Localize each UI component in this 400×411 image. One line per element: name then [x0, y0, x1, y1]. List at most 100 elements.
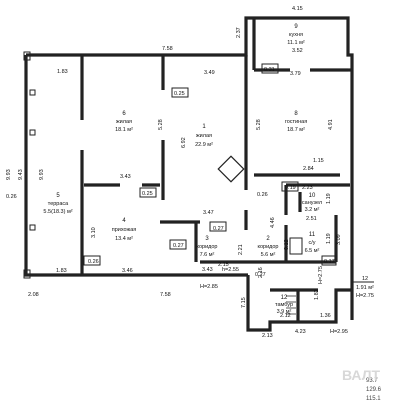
- dim-2-51: 2.51: [306, 216, 317, 222]
- dim-2-16: 2.16: [258, 267, 264, 278]
- room-4-name: прихожая: [112, 227, 137, 233]
- dim-6-92: 6.92: [181, 137, 187, 148]
- dim-0-19: 0.19: [285, 185, 296, 191]
- dim-2-84: 2.84: [303, 166, 314, 172]
- dim-3-46: 3.46: [122, 268, 133, 274]
- room-10-number: 10: [309, 193, 316, 199]
- room-4-number: 4: [122, 218, 126, 224]
- dim-2-12: 2.12: [280, 313, 291, 319]
- room-9: 9 кухня 11.1 м²: [287, 24, 305, 46]
- dim-left-1: 1.83: [57, 69, 68, 75]
- dim-2-37: 2.37: [236, 27, 242, 38]
- dim-7-58-b: 7.58: [160, 292, 171, 298]
- room-6-area: 18.1 м²: [115, 127, 133, 133]
- dim-9-93-a: 9.93: [6, 169, 12, 180]
- room-8-name: гостиная: [285, 119, 307, 125]
- watermark: ВАЛТ: [342, 367, 381, 383]
- stove: [217, 155, 245, 183]
- room-10: 10 санузел 3.2 м²: [302, 193, 322, 213]
- dim-3-43-a: 3.43: [120, 174, 131, 180]
- dim-4-23: 4.23: [295, 329, 306, 335]
- room-3-number: 3: [205, 236, 209, 242]
- room-2-name: коридор: [258, 244, 279, 250]
- room-11-number: 11: [309, 232, 316, 238]
- dim-0-27-b: 0.27: [213, 226, 224, 232]
- height-labels: h=2.55 H=2.85 H=2.95: [200, 267, 348, 335]
- room-11-area: 6.5 м²: [305, 248, 320, 254]
- room-1-number: 1: [202, 124, 206, 130]
- dim-0-26-c: 0.26: [257, 192, 268, 198]
- dim-1-15: 1.15: [313, 158, 324, 164]
- room-9-area: 11.1 м²: [287, 40, 305, 46]
- dim-4-91: 4.91: [328, 119, 334, 130]
- side-note-line2: 1.91 м²: [356, 285, 374, 291]
- room-1-name: жилая: [196, 133, 212, 139]
- dim-5-28: 5.28: [158, 119, 164, 130]
- dim-2-15: 2.15: [218, 262, 229, 268]
- side-note-line3: H=2.75: [356, 293, 374, 299]
- dim-3-52: 3.52: [292, 48, 303, 54]
- room-5: 5 терраса 5.5(18.3) м²: [43, 193, 72, 215]
- dim-0-26-b: 0.26: [88, 259, 99, 265]
- dim-1-83-b: 1.83: [56, 268, 67, 274]
- dim-3-09: 3.09: [336, 234, 342, 245]
- room-6: 6 жилая 18.1 м²: [115, 111, 133, 133]
- room-2-area: 5.6 м²: [261, 252, 276, 258]
- room-12-area: 3.9 м²: [277, 309, 292, 315]
- dim-0-27-c: 0.27: [255, 272, 266, 278]
- dim-5-28-b: 5.28: [256, 119, 262, 130]
- room-labels: 1 жилая 22.9 м² 2 коридор 5.6 м² 3 корид…: [43, 24, 322, 315]
- room-6-number: 6: [122, 111, 126, 117]
- dim-0-25-a: 0.25: [174, 91, 185, 97]
- dim-0-31: 0.31: [264, 67, 275, 73]
- dim-h-2-75: H=2.75: [318, 266, 324, 284]
- room-6-name: жилая: [116, 119, 132, 125]
- room-12-name: тамбур: [275, 302, 293, 308]
- room-12: 12 тамбур 3.9 м²: [275, 295, 293, 315]
- room-8-number: 8: [294, 111, 298, 117]
- stairs: [286, 295, 296, 315]
- stat-2: 129.6: [366, 387, 382, 393]
- dim-4-46: 4.46: [270, 217, 276, 228]
- dim-top-1: 7.58: [162, 46, 173, 52]
- height-h-2-55: h=2.55: [222, 267, 239, 273]
- room-8: 8 гостиная 18.7 м²: [285, 111, 307, 133]
- room-1-area: 22.9 м²: [195, 142, 213, 148]
- dim-2-23: 2.23: [302, 185, 313, 191]
- dim-3-49: 3.49: [204, 70, 215, 76]
- room-3-area: 7.6 м²: [200, 252, 215, 258]
- room-2: 2 коридор 5.6 м²: [258, 236, 279, 258]
- height-h-2-85: H=2.85: [200, 284, 218, 290]
- room-11-name: с/у: [308, 240, 315, 246]
- room-10-area: 3.2 м²: [305, 207, 320, 213]
- room-5-number: 5: [56, 193, 60, 199]
- area-stats: 93.7 129.6 115.1: [366, 378, 382, 402]
- dim-1-36: 1.36: [320, 313, 331, 319]
- side-note-line1: 12: [362, 276, 368, 282]
- dim-2-21: 2.21: [238, 244, 244, 255]
- dimension-labels: 7.58 4.15 1.83 3.49 2.37 9.93 9.43 9.93 …: [6, 6, 342, 339]
- dim-2-13: 2.13: [262, 333, 273, 339]
- annotation-boxes: [83, 63, 337, 266]
- room-8-area: 18.7 м²: [287, 127, 305, 133]
- dim-0-12: 0.12: [284, 239, 290, 250]
- terrace-columns: [23, 51, 36, 279]
- dim-2-08: 2.08: [28, 292, 39, 298]
- dim-1-19: 1.19: [326, 193, 332, 204]
- room-1: 1 жилая 22.9 м²: [195, 124, 213, 148]
- dim-0-25-b: 0.25: [142, 191, 153, 197]
- dim-9-93-b: 9.93: [39, 169, 45, 180]
- room-3-name: коридор: [197, 244, 218, 250]
- room-2-number: 2: [266, 236, 270, 242]
- room-11: 11 с/у 6.5 м²: [305, 232, 320, 254]
- room-9-number: 9: [294, 24, 298, 30]
- interior-walls: [80, 55, 350, 322]
- room-3: 3 коридор 7.6 м²: [197, 236, 218, 258]
- dim-1-82: 1.82: [314, 289, 320, 300]
- dim-0-26: 0.26: [6, 194, 17, 200]
- dim-3-10: 3.10: [91, 227, 97, 238]
- dim-3-79: 3.79: [290, 71, 301, 77]
- room-5-name: терраса: [48, 201, 69, 207]
- room-5-area: 5.5(18.3) м²: [43, 209, 72, 215]
